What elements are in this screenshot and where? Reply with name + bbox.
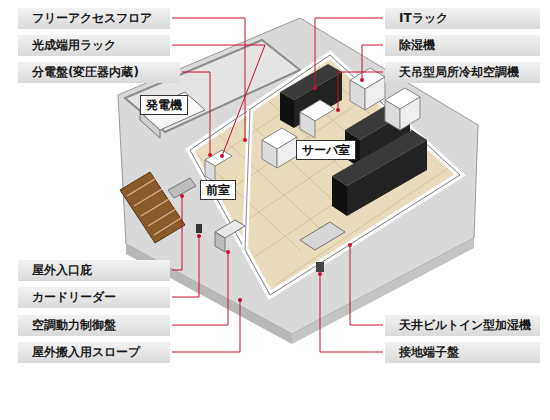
leader-line bbox=[338, 72, 383, 110]
callout-label: ITラック bbox=[385, 8, 540, 29]
wall-outline bbox=[190, 55, 460, 295]
callout-label: 除湿機 bbox=[385, 35, 540, 56]
label-text: 空調動力制御盤 bbox=[32, 318, 116, 332]
callout-label: 分電盤(変圧器内蔵) bbox=[18, 62, 180, 83]
label-text: 除湿機 bbox=[399, 38, 435, 52]
humidifier bbox=[300, 222, 345, 250]
label-text: 接地端子盤 bbox=[399, 345, 459, 359]
leader-line bbox=[320, 274, 383, 352]
it-rack bbox=[347, 140, 427, 216]
dehumidifier bbox=[385, 100, 400, 130]
callout-label: 天吊型局所冷却空調機 bbox=[385, 62, 540, 83]
cooling-unit bbox=[277, 137, 297, 168]
room-label: サーバ室 bbox=[296, 140, 356, 160]
callout-label: カードリーダー bbox=[18, 287, 170, 308]
leader-lines bbox=[172, 18, 383, 352]
label-text: フリーアクセスフロア bbox=[32, 11, 152, 25]
it-rack bbox=[332, 176, 347, 216]
ramp bbox=[120, 172, 185, 243]
leader-line bbox=[315, 18, 383, 88]
callout-label: フリーアクセスフロア bbox=[18, 8, 170, 29]
callout-label: 光成端用ラック bbox=[18, 35, 170, 56]
optical-rack bbox=[205, 160, 215, 182]
callout-label: 天井ビルトイン型加湿機 bbox=[385, 315, 540, 336]
leader-dots bbox=[180, 78, 364, 302]
room-label: 前室 bbox=[200, 180, 236, 200]
dehumidifier bbox=[400, 97, 420, 130]
label-text: 屋外入口庇 bbox=[32, 263, 92, 277]
leader-line bbox=[350, 245, 383, 325]
label-text: 分電盤(変圧器内蔵) bbox=[32, 65, 139, 79]
cooling-unit bbox=[262, 140, 277, 168]
callout-label: 屋外搬入用スロープ bbox=[18, 342, 170, 363]
generator bbox=[140, 112, 160, 138]
room-label: 発電機 bbox=[140, 95, 188, 115]
label-text: ITラック bbox=[399, 11, 448, 25]
card-reader bbox=[196, 224, 202, 233]
label-text: カードリーダー bbox=[32, 290, 116, 304]
ground-terminal bbox=[316, 262, 324, 272]
leader-line bbox=[172, 196, 182, 270]
callout-label: 屋外入口庇 bbox=[18, 260, 170, 281]
partition bbox=[245, 110, 250, 250]
leader-line bbox=[172, 18, 245, 140]
entrance-canopy bbox=[168, 178, 196, 198]
label-text: 発電機 bbox=[146, 98, 182, 112]
leader-line bbox=[172, 252, 228, 325]
label-text: 天井ビルトイン型加湿機 bbox=[399, 318, 531, 332]
partition-outline bbox=[245, 110, 250, 250]
label-text: 天吊型局所冷却空調機 bbox=[399, 65, 519, 79]
leader-line bbox=[172, 300, 240, 352]
access-floor bbox=[190, 55, 460, 295]
dehumidifier bbox=[365, 77, 385, 110]
it-rack bbox=[280, 92, 294, 128]
label-text: サーバ室 bbox=[302, 143, 350, 157]
label-text: 前室 bbox=[206, 183, 230, 197]
wall bbox=[190, 55, 460, 295]
leader-line bbox=[362, 45, 383, 80]
label-text: 光成端用ラック bbox=[32, 38, 116, 52]
dehumidifier bbox=[350, 80, 365, 110]
callout-label: 空調動力制御盤 bbox=[18, 315, 170, 336]
control-panel bbox=[215, 232, 225, 252]
label-text: 屋外搬入用スロープ bbox=[32, 345, 140, 359]
cooling-unit bbox=[300, 112, 315, 138]
callout-label: 接地端子盤 bbox=[385, 342, 540, 363]
leader-line bbox=[172, 236, 199, 297]
